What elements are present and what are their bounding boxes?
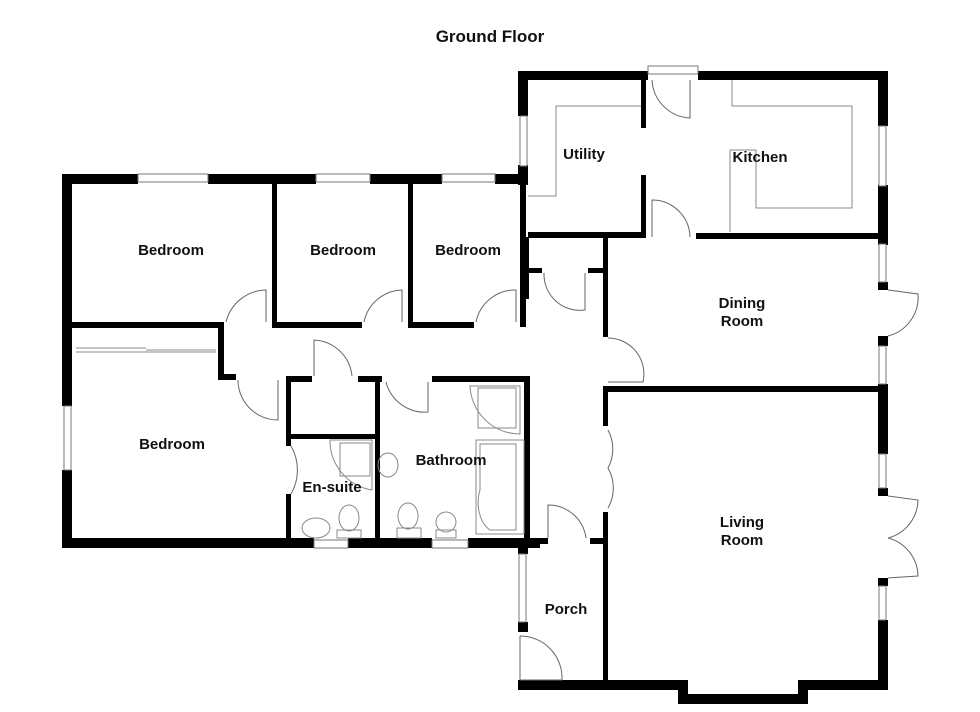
room-label-utility: Utility [563,146,605,163]
room-label-bedroom-2: Bedroom [310,242,376,259]
room-label-kitchen: Kitchen [732,149,788,166]
room-label-en-suite: En-suite [302,479,362,496]
room-label-bedroom-3: Bedroom [435,242,501,259]
fixtures [301,80,853,539]
room-label-porch: Porch [544,601,588,618]
walls [62,71,888,704]
floor-title: Ground Floor [435,27,545,46]
windows [63,65,887,623]
room-label-bedroom-1: Bedroom [138,242,204,259]
room-label-bathroom: Bathroom [415,452,487,469]
room-label-bedroom-4: Bedroom [139,436,205,453]
doors [225,79,919,681]
